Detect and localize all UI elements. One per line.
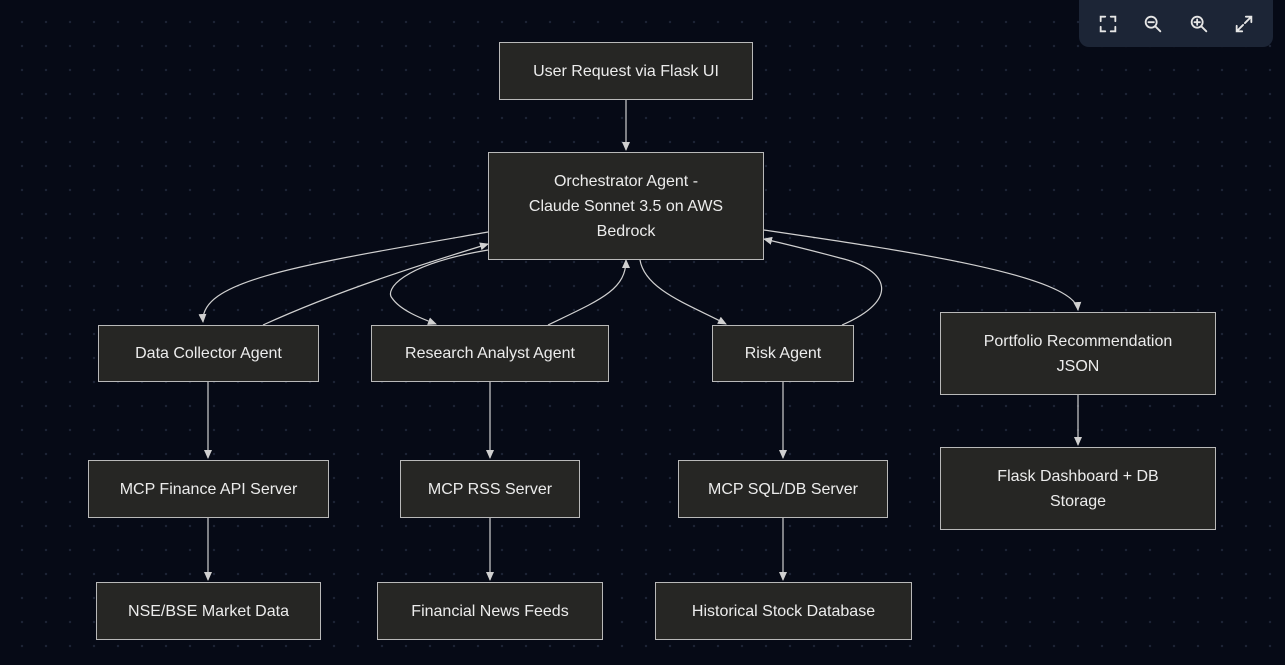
node-label: Research Analyst Agent — [405, 345, 575, 362]
node-research-analyst[interactable]: Research Analyst Agent — [371, 325, 609, 382]
zoom-toolbar — [1079, 0, 1273, 47]
node-flask-dashboard[interactable]: Flask Dashboard + DB Storage — [940, 447, 1216, 530]
zoom-in-button[interactable] — [1182, 7, 1216, 41]
edge-risk-to-orchestrator — [763, 236, 883, 326]
node-label: Financial News Feeds — [411, 602, 569, 620]
node-mcp-rss[interactable]: MCP RSS Server — [400, 460, 580, 518]
zoom-in-icon — [1190, 15, 1207, 32]
node-label: User Request via Flask UI — [533, 62, 719, 80]
node-portfolio-recommendation[interactable]: Portfolio Recommendation JSON — [940, 312, 1216, 395]
node-data-collector[interactable]: Data Collector Agent — [98, 325, 319, 382]
node-label: MCP SQL/DB Server — [708, 480, 858, 498]
node-label: Flask Dashboard + DB Storage — [997, 467, 1159, 510]
node-user-request[interactable]: User Request via Flask UI — [499, 42, 753, 100]
fit-screen-button[interactable] — [1091, 7, 1125, 41]
node-nse-bse-data[interactable]: NSE/BSE Market Data — [96, 582, 321, 640]
node-label: Orchestrator Agent - Claude Sonnet 3.5 o… — [528, 172, 724, 240]
expand-button[interactable] — [1227, 7, 1261, 41]
node-historical-db[interactable]: Historical Stock Database — [655, 582, 912, 640]
node-orchestrator[interactable]: Orchestrator Agent - Claude Sonnet 3.5 o… — [488, 152, 764, 260]
fit-screen-icon — [1099, 15, 1116, 32]
node-mcp-finance[interactable]: MCP Finance API Server — [88, 460, 329, 518]
node-label: Historical Stock Database — [691, 602, 876, 620]
node-label: MCP RSS Server — [427, 480, 553, 498]
edge-orchestrator-to-research — [389, 249, 489, 325]
node-risk-agent[interactable]: Risk Agent — [712, 325, 854, 382]
edge-orchestrator-to-risk — [639, 259, 727, 325]
node-financial-news[interactable]: Financial News Feeds — [377, 582, 603, 640]
zoom-out-button[interactable] — [1136, 7, 1170, 41]
node-label: Data Collector Agent — [135, 345, 282, 362]
node-label: NSE/BSE Market Data — [128, 602, 289, 620]
edge-research-to-orchestrator — [547, 259, 630, 326]
node-mcp-sql[interactable]: MCP SQL/DB Server — [678, 460, 888, 518]
zoom-out-icon — [1145, 15, 1162, 32]
edge-orchestrator-to-data-collector — [198, 231, 489, 323]
node-label: MCP Finance API Server — [119, 480, 298, 498]
node-label: Risk Agent — [744, 345, 822, 362]
edge-orchestrator-to-portfolio — [763, 229, 1082, 311]
edge-data-collector-to-orchestrator — [262, 242, 489, 326]
expand-icon — [1236, 15, 1253, 32]
node-label: Portfolio Recommendation JSON — [983, 332, 1173, 375]
